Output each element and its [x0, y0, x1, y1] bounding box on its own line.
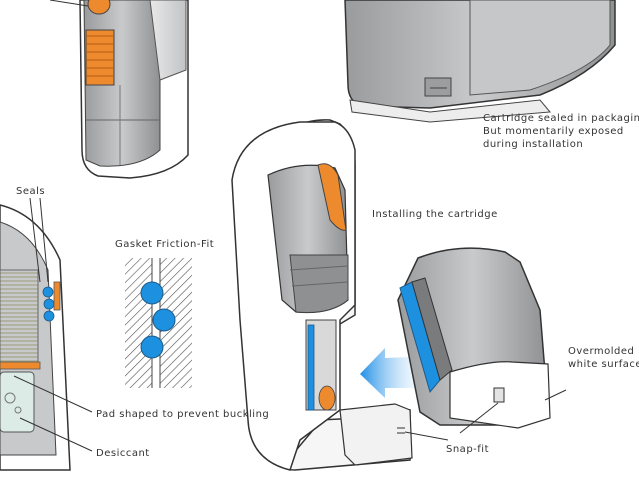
label-pad: Pad shaped to prevent buckling — [96, 409, 270, 420]
housing-assembly — [231, 119, 449, 471]
device-upright — [49, 0, 189, 179]
label-overmolded: Overmolded — [568, 346, 635, 357]
label-snapfit: Snap-fit — [446, 444, 489, 455]
label-seals: Seals — [16, 186, 46, 197]
label-installing: Installing the cartridge — [372, 209, 498, 220]
label-white-surface: white surface — [568, 359, 639, 370]
gasket-detail — [125, 258, 192, 388]
cartridge-loose — [397, 247, 567, 434]
label-cartridge-sealed: Cartridge sealed in packaging — [483, 113, 639, 124]
seal-cutaway — [0, 197, 93, 471]
label-during-installation: during installation — [483, 139, 584, 150]
cartridge-packaged — [344, 0, 616, 123]
label-desiccant: Desiccant — [96, 448, 150, 459]
label-momentarily-exposed: But momentarily exposed — [483, 126, 624, 137]
label-gasket: Gasket Friction-Fit — [115, 239, 215, 250]
